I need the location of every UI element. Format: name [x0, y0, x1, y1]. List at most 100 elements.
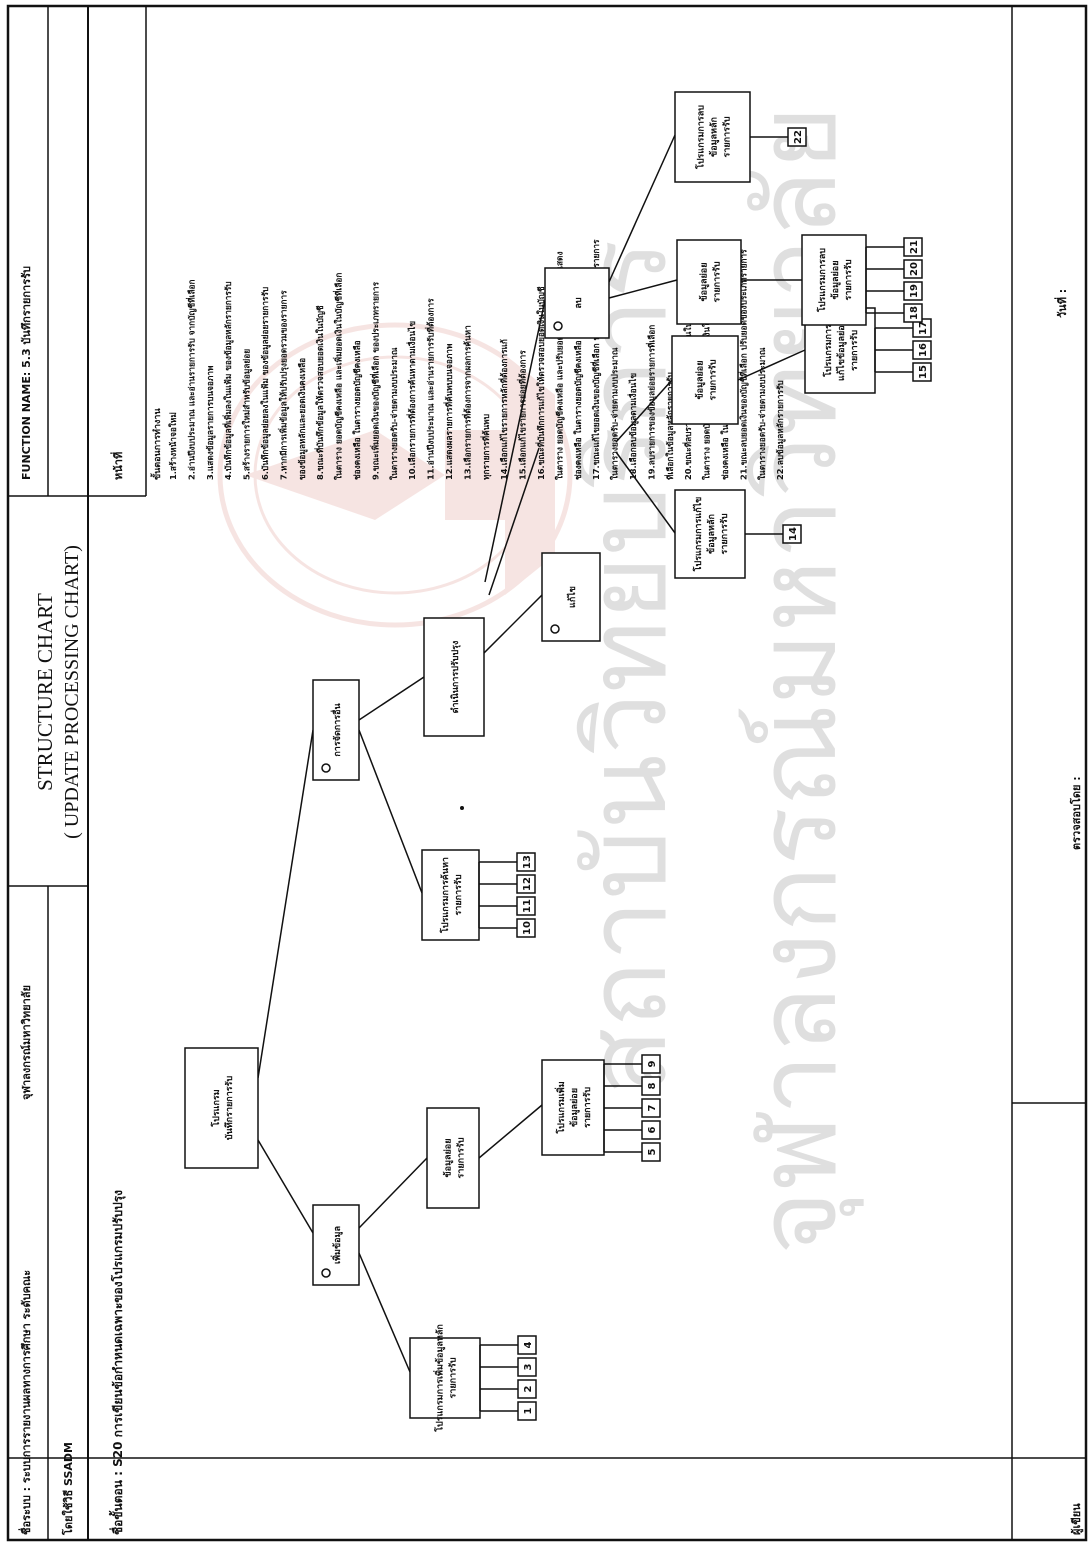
option-circle-icon — [553, 321, 563, 331]
step-number-box — [641, 1120, 661, 1140]
node-label: เพิ่มข้อมูล — [330, 1226, 343, 1264]
stage-label: ชื่อขั้นตอน : S20 การเขียนข้อกำหนดเฉพาะข… — [108, 1190, 126, 1535]
system-label: ชื่อระบบ : ระบบการรายงานผลทางการศึกษา ระ… — [18, 1270, 33, 1535]
node-prog-add-detail: โปรแกรมเพิ่มข้อมูลย่อยรายการรับ — [541, 1059, 605, 1156]
step-number-box — [903, 259, 923, 279]
step-line: 11.อ่านปีงบประมาณ และอ่านรายการรับที่ต้อ… — [425, 298, 436, 480]
node-label: ดำเนินการปรับปรุง — [450, 641, 461, 714]
node-label: บันทึกรายการรับ — [224, 1076, 235, 1141]
step-line: ของข้อมูลหลักและยอดเงินคงเหลือ — [297, 358, 308, 480]
node-label: รายการรับ — [708, 359, 719, 400]
step-line: 13.เลือกรายการที่ต้องการจากผลการค้นหา — [461, 325, 472, 480]
step-number: 18 — [909, 306, 920, 320]
node-detail-add: ข้อมูลย่อยรายการรับ — [426, 1107, 480, 1209]
node-add: เพิ่มข้อมูล — [312, 1204, 360, 1286]
node-label: ลบ — [574, 297, 584, 309]
node-delete: ลบ — [544, 267, 610, 339]
step-number-box — [517, 1379, 537, 1399]
step-line: 5.สร้างรายการใหม่สำหรับข้อมูลย่อย — [242, 349, 253, 480]
node-label: โปรแกรมการ — [822, 324, 834, 378]
node-label: ข้อมูลหลัก — [709, 117, 720, 157]
chart-nodes: โปรแกรมบันทึกรายการรับเพิ่มข้อมูล การจัดก… — [184, 91, 876, 1433]
step-number: 22 — [793, 130, 804, 144]
chart-title: STRUCTURE CHART — [33, 593, 57, 791]
step-line: ช่องคงเหลือ ในตารางยอดบัญชีคงเหลือ — [573, 340, 584, 480]
node-box — [674, 91, 751, 183]
node-edit: แก้ไข — [541, 552, 601, 642]
step-number-box — [903, 237, 923, 257]
step-number-box — [517, 1401, 537, 1421]
step-number: 16 — [918, 343, 929, 357]
footer: ผู้เขียน ตรวจสอบโดย : วันที่ : — [1054, 289, 1084, 1535]
step-number: 10 — [522, 921, 533, 935]
node-inquire: การจัดการอื่น — [312, 679, 360, 781]
form-frame — [6, 4, 1088, 1542]
node-box — [184, 1047, 259, 1169]
step-line: 22.ลบข้อมูลหลักรายการรับ — [775, 380, 786, 480]
connectors — [257, 134, 806, 1373]
node-label: โปรแกรมเพิ่ม — [554, 1081, 567, 1134]
node-label: รายการรับ — [448, 1357, 459, 1398]
node-update-proc: ดำเนินการปรับปรุง — [423, 617, 485, 737]
step-line: 9.ขณะเพิ่มยอดเงินของบัญชีที่เลือก ของประ… — [369, 281, 381, 480]
node-box — [544, 267, 610, 339]
step-number: 9 — [647, 1060, 658, 1067]
node-box — [426, 1107, 480, 1209]
step-number: 20 — [909, 262, 920, 276]
node-prog-delete-main: โปรแกรมการลบข้อมูลหลักรายการรับ — [674, 91, 751, 183]
step-line: 15.เลือกแก้ไขรายการย่อยที่ต้องการ — [517, 350, 528, 480]
step-number: 21 — [909, 240, 920, 254]
node-label: ข้อมูลย่อย — [830, 261, 841, 300]
node-prog-edit-main: โปรแกรมการแก้ไขข้อมูลหลักรายการรับ — [674, 489, 746, 579]
step-number: 11 — [522, 899, 533, 913]
node-label: รายการรับ — [456, 1137, 467, 1178]
node-label: ข้อมูลย่อย — [699, 263, 710, 302]
option-circle-icon — [321, 1268, 331, 1278]
number-group-g-edit-main: 14 — [745, 524, 802, 544]
node-prog-add-main: โปรแกรมการเพิ่มข้อมูลหลักรายการรับ — [409, 1324, 481, 1433]
node-box — [674, 489, 746, 579]
node-box — [801, 234, 867, 326]
node-box — [421, 849, 480, 941]
node-label: แก้ไข — [566, 586, 578, 608]
step-line: 3.แสดงข้อมูลรายการบนจอภาพ — [205, 365, 216, 480]
step-number-box — [641, 1076, 661, 1096]
step-line: 8.ขณะที่บันทึกข้อมูลให้ตรวจสอบยอดเงินในบ… — [314, 305, 326, 480]
option-circle-icon — [550, 624, 560, 634]
node-label: โปรแกรมการเพิ่มข้อมูลหลัก — [433, 1324, 446, 1433]
page-label: หน้าที่ — [110, 452, 125, 480]
step-number-box — [516, 852, 536, 872]
header: ชื่อระบบ : ระบบการรายงานผลทางการศึกษา ระ… — [18, 266, 126, 1536]
step-number-box — [912, 340, 932, 360]
step-line: ในตารางยอดรับ-จ่ายตามงบประมาณ — [757, 347, 767, 480]
stray-dot — [460, 806, 464, 810]
node-label: รายการรับ — [582, 1087, 593, 1128]
step-number-box — [641, 1142, 661, 1162]
node-label: รายการรับ — [453, 874, 464, 915]
step-line: 6.บันทึกข้อมูลย่อยลงในแฟ้ม ของข้อมูลย่อย… — [260, 287, 271, 480]
step-number-box — [517, 1357, 537, 1377]
step-number: 2 — [523, 1385, 534, 1392]
node-box — [423, 617, 485, 737]
step-number-box — [903, 303, 923, 323]
chart-subtitle: ( UPDATE PROCESSING CHART) — [61, 545, 83, 839]
node-detail-delete: ข้อมูลย่อยรายการรับ — [676, 239, 742, 325]
node-prog-search: โปรแกรมการค้นหารายการรับ — [421, 849, 480, 941]
step-number-box — [903, 281, 923, 301]
node-label: โปรแกรม — [210, 1089, 222, 1127]
step-number-box — [782, 524, 802, 544]
step-number-box — [517, 1335, 537, 1355]
node-label: การจัดการอื่น — [330, 702, 343, 756]
step-number-box — [516, 918, 536, 938]
step-line: 1.สร้างหน้าจอใหม่ — [168, 412, 178, 480]
step-number: 17 — [918, 321, 929, 335]
node-box — [312, 679, 360, 781]
node-prog-delete-detail: โปรแกรมการลบข้อมูลย่อยรายการรับ — [801, 234, 867, 326]
node-box — [409, 1337, 481, 1419]
step-number: 3 — [523, 1363, 534, 1370]
step-line: 4.บันทึกข้อมูลที่เพิ่มลงในแฟ้ม ของข้อมูล… — [222, 281, 234, 480]
